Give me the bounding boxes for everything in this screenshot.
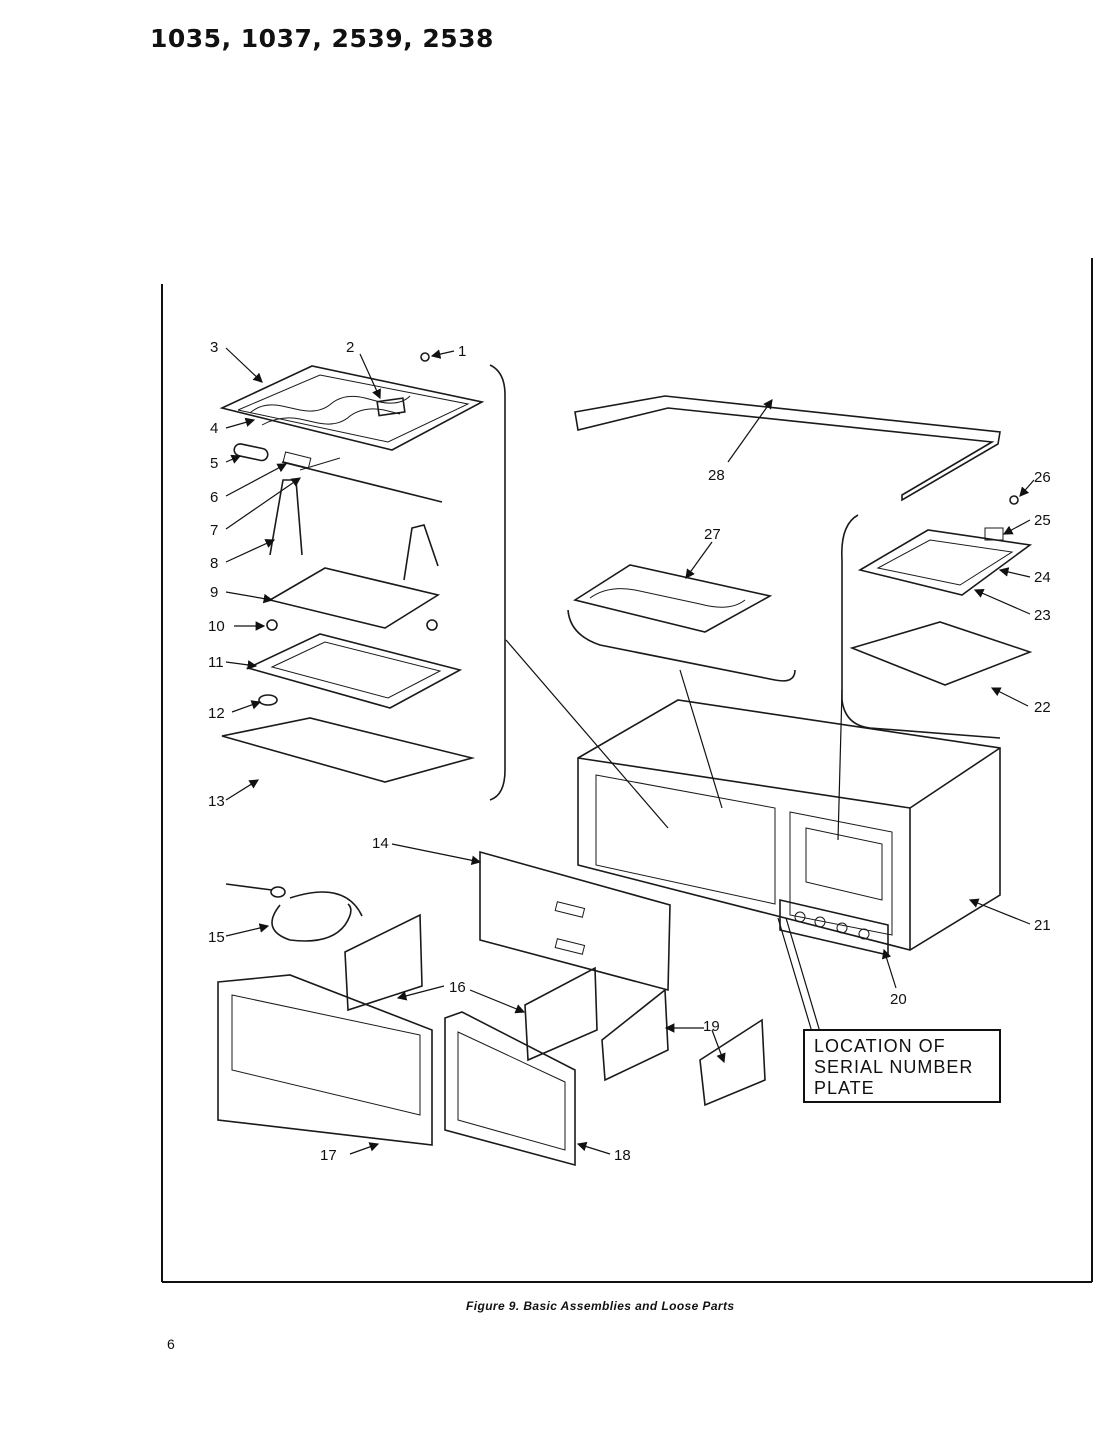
callout-2: 2 bbox=[346, 339, 354, 356]
part-23-24-25-right-element bbox=[857, 527, 1033, 596]
callout-18: 18 bbox=[614, 1147, 631, 1164]
serial-plate-line-1: LOCATION OF bbox=[814, 1036, 946, 1056]
callout-labels: 1 2 3 4 5 6 7 8 9 10 11 12 13 14 15 16 1… bbox=[208, 339, 1051, 1164]
part-2-terminal-block bbox=[376, 397, 406, 417]
part-17-large-door bbox=[217, 974, 433, 1146]
part-28-top-trim bbox=[574, 395, 1001, 502]
leader-left-group bbox=[505, 639, 669, 829]
part-13-oven-rack bbox=[221, 717, 476, 783]
serial-number-plate-box: LOCATION OF SERIAL NUMBER PLATE bbox=[803, 1029, 1001, 1103]
right-group-brace bbox=[841, 514, 1001, 739]
callout-7: 7 bbox=[210, 522, 218, 539]
callout-11: 11 bbox=[208, 654, 224, 671]
callout-20: 20 bbox=[890, 991, 907, 1008]
part-8-spit-forks bbox=[269, 479, 439, 581]
page-number: 6 bbox=[167, 1336, 175, 1352]
part-12-foot bbox=[258, 694, 278, 706]
part-3-4-upper-element bbox=[219, 365, 485, 451]
part-10-clips bbox=[266, 619, 438, 631]
part-27-broil-element bbox=[572, 564, 773, 633]
callout-21: 21 bbox=[1034, 917, 1051, 934]
part-11-drip-pan bbox=[245, 633, 463, 709]
callout-23: 23 bbox=[1034, 607, 1051, 624]
callout-17: 17 bbox=[320, 1147, 337, 1164]
part-18-small-door bbox=[444, 1011, 576, 1167]
serial-plate-line-3: PLATE bbox=[814, 1078, 875, 1098]
part-5-handle-knob bbox=[233, 443, 269, 462]
callout-4: 4 bbox=[210, 420, 218, 437]
callout-5: 5 bbox=[210, 455, 218, 472]
serial-plate-leader bbox=[777, 917, 821, 1033]
leader-broil-element bbox=[679, 669, 723, 809]
leader-right-group bbox=[837, 689, 843, 841]
callout-19: 19 bbox=[703, 1018, 720, 1035]
callout-1: 1 bbox=[458, 343, 466, 360]
part-15-power-cord bbox=[225, 883, 363, 942]
callout-13: 13 bbox=[208, 793, 225, 810]
part-1-nut bbox=[420, 352, 430, 362]
part-9-rack bbox=[267, 567, 441, 629]
part-6-7-rotisserie-spit bbox=[281, 451, 443, 503]
callout-14: 14 bbox=[372, 835, 389, 852]
part-19-guide bbox=[601, 988, 766, 1107]
callout-6: 6 bbox=[210, 489, 218, 506]
part-14-inner-panel bbox=[479, 850, 671, 992]
callout-26: 26 bbox=[1034, 469, 1051, 486]
part-22-right-rack bbox=[849, 621, 1033, 686]
figure-caption: Figure 9. Basic Assemblies and Loose Par… bbox=[466, 1299, 735, 1313]
callout-27: 27 bbox=[704, 526, 721, 543]
part-21-cabinet bbox=[577, 699, 1001, 951]
callout-9: 9 bbox=[210, 584, 218, 601]
figure-frame bbox=[161, 258, 1093, 1283]
part-16-shelf-guides bbox=[344, 913, 598, 1062]
callout-22: 22 bbox=[1034, 699, 1051, 716]
callout-12: 12 bbox=[208, 705, 225, 722]
serial-plate-line-2: SERIAL NUMBER bbox=[814, 1057, 973, 1077]
callout-leaders bbox=[225, 347, 1035, 1155]
part-20-control-panel bbox=[779, 898, 889, 957]
callout-15: 15 bbox=[208, 929, 225, 946]
part-26-nut bbox=[1009, 495, 1019, 505]
callout-8: 8 bbox=[210, 555, 218, 572]
callout-28: 28 bbox=[708, 467, 725, 484]
left-group-brace bbox=[489, 364, 506, 801]
callout-3: 3 bbox=[210, 339, 218, 356]
callout-24: 24 bbox=[1034, 569, 1051, 586]
callout-25: 25 bbox=[1034, 512, 1051, 529]
callout-16: 16 bbox=[449, 979, 466, 996]
callout-10: 10 bbox=[208, 618, 225, 635]
broil-element-group-brace bbox=[567, 609, 796, 682]
model-numbers-heading: 1035, 1037, 2539, 2538 bbox=[150, 24, 494, 53]
